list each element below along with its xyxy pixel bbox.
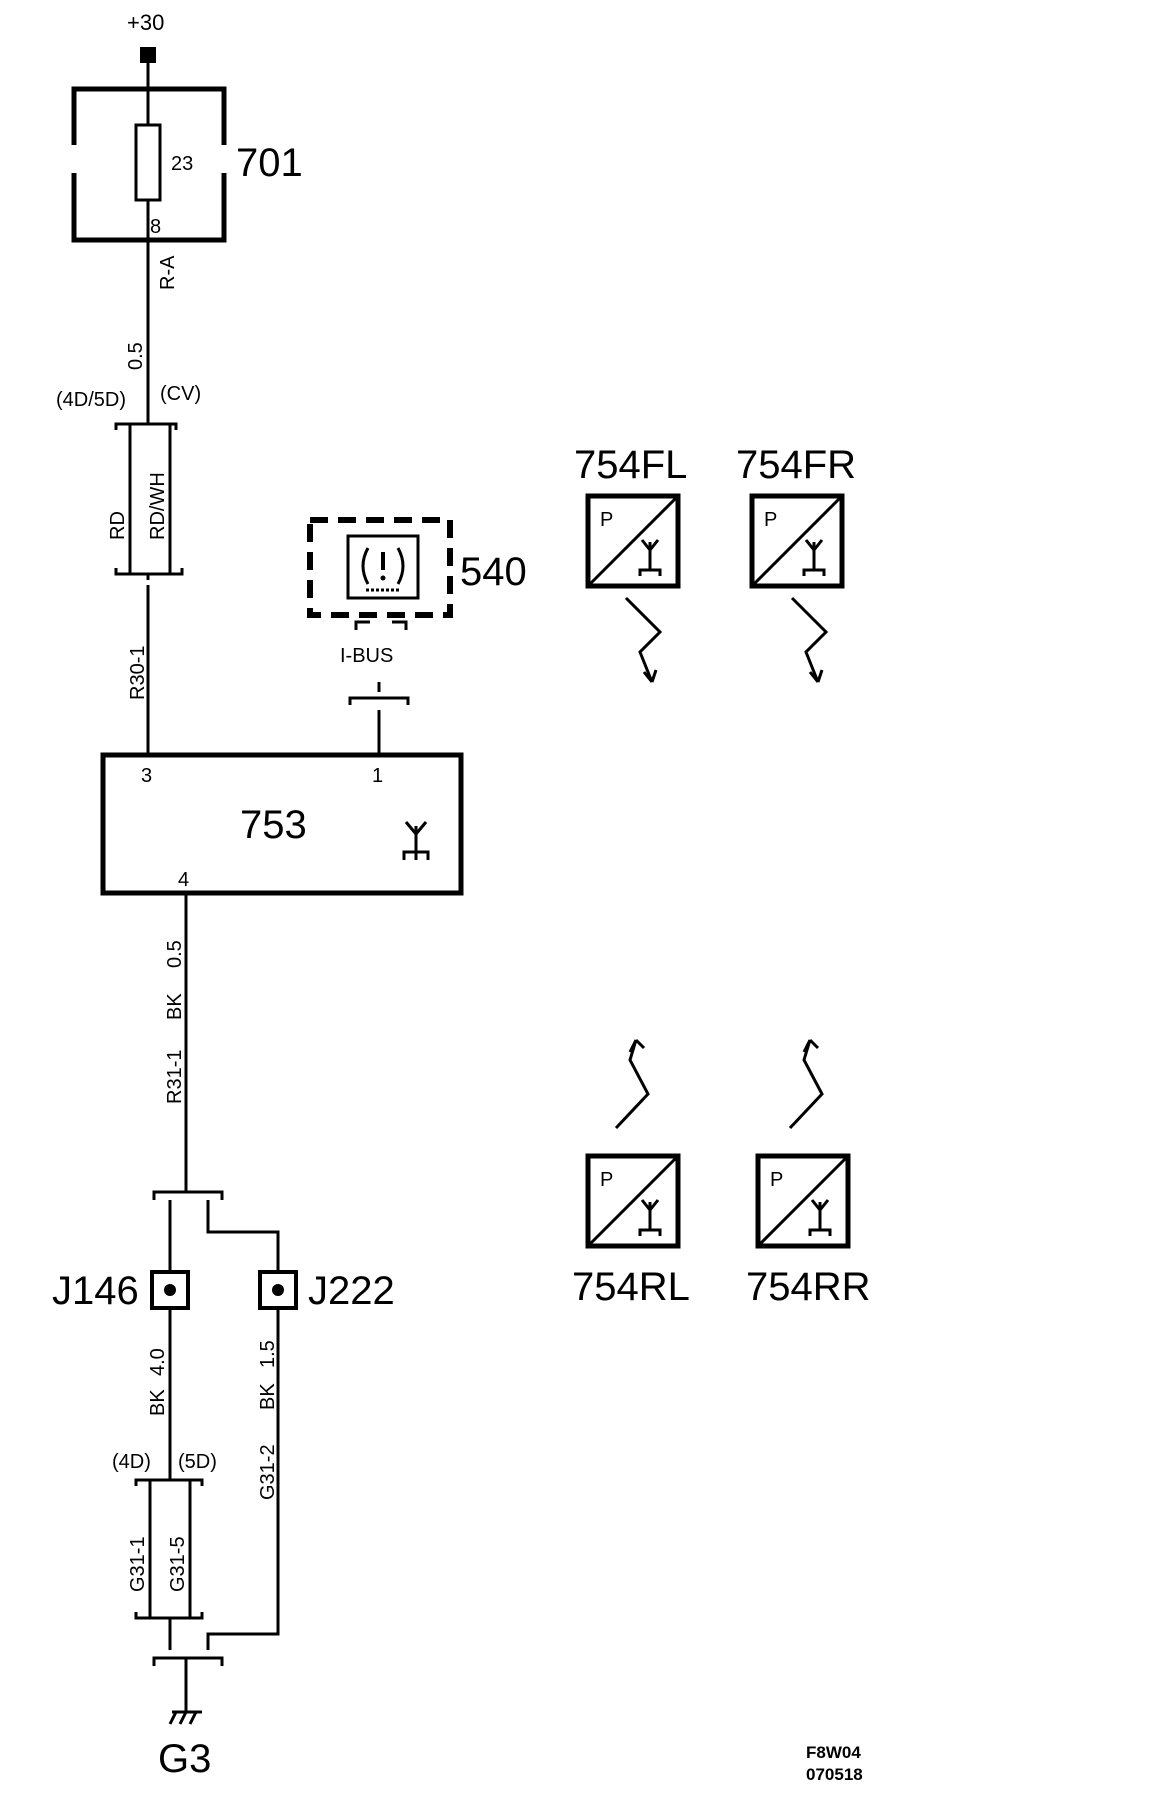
module-753-pin-3: 3 [141,765,152,787]
ground-icon [168,1710,202,1725]
connector-split-bottom [134,1478,204,1620]
wire-j222-size: 1.5 [257,1340,279,1368]
sensor-754fr: P [749,493,845,589]
sensor-754fr-letter: P [764,509,777,531]
splice-j222-id: J222 [308,1269,395,1313]
wire-j222-color: BK [257,1383,279,1410]
split-top-left-variant: (4D/5D) [56,389,126,411]
antenna-icon [638,539,662,576]
fuse-box-id: 701 [236,141,303,185]
antenna-icon [638,1199,662,1236]
display-540 [307,517,453,618]
display-540-pins [354,620,408,630]
sensor-754rr-id: 754RR [746,1265,871,1309]
antenna-icon [402,821,430,860]
split-bottom-left-code: G31-1 [127,1536,149,1592]
wire-r31-color: BK [164,993,186,1020]
wire-j146-size: 4.0 [147,1348,169,1376]
wire-r30-code: R30-1 [127,646,149,700]
module-753-id: 753 [240,803,307,847]
split-top-left-color: RD [107,511,129,540]
split-top-right-color: RD/WH [147,472,169,540]
antenna-icon [802,539,826,576]
module-753-pin-4: 4 [178,869,189,891]
i-bus-connector [348,696,410,705]
split-bottom-right-variant: (5D) [178,1451,217,1473]
split-bottom-right-code: G31-5 [167,1536,189,1592]
splice-j222-dot [272,1284,284,1296]
diagram-ref: F8W04 [806,1743,861,1762]
wire-to-j222 [206,1200,280,1270]
module-753 [100,752,464,896]
wire-r31-size: 0.5 [164,940,186,968]
connector-split-top [114,420,184,580]
wire-j222-down [206,1308,280,1650]
sensor-754rl: P [585,1153,681,1249]
wire-r31-code: R31-1 [164,1050,186,1104]
supply-terminal [140,47,156,63]
fuse-symbol [134,123,162,202]
signal-arrow-icon [790,596,829,683]
sensor-754rr-letter: P [770,1169,783,1191]
signal-arrow-icon [614,1038,650,1130]
wire-ra-size: 0.5 [125,342,147,370]
split-top-right-variant: (CV) [160,383,201,405]
display-540-id: 540 [460,550,527,594]
wire-j146-color: BK [147,1389,169,1416]
fuse-pin: 8 [150,216,161,238]
sensor-754fl-letter: P [600,509,613,531]
fuse-box-701 [71,63,227,243]
signal-arrow-icon [788,1038,824,1130]
splice-j146-id: J146 [52,1269,139,1313]
diagram-date: 070518 [806,1765,863,1784]
fuse-number: 23 [171,153,193,175]
sensor-754fr-id: 754FR [736,443,856,487]
sensor-754fl-id: 754FL [574,443,687,487]
ground-id: G3 [158,1737,211,1781]
signal-arrow-icon [624,596,663,683]
wire-j222-code: G31-2 [257,1444,279,1500]
splice-j146-dot [164,1284,176,1296]
wire-ra-code: R-A [157,255,179,290]
ground-connector [152,1656,224,1666]
split-bottom-left-variant: (4D) [112,1451,151,1473]
supply-label: +30 [127,10,164,35]
ground-split-connector [152,1190,224,1200]
sensor-754rl-id: 754RL [572,1265,690,1309]
sensor-754rr: P [755,1153,851,1249]
tire-pressure-icon [361,547,405,592]
module-753-pin-1: 1 [372,765,383,787]
sensor-754fl: P [585,493,681,589]
antenna-icon [808,1199,832,1236]
sensor-754rl-letter: P [600,1169,613,1191]
i-bus-label: I-BUS [340,645,393,667]
